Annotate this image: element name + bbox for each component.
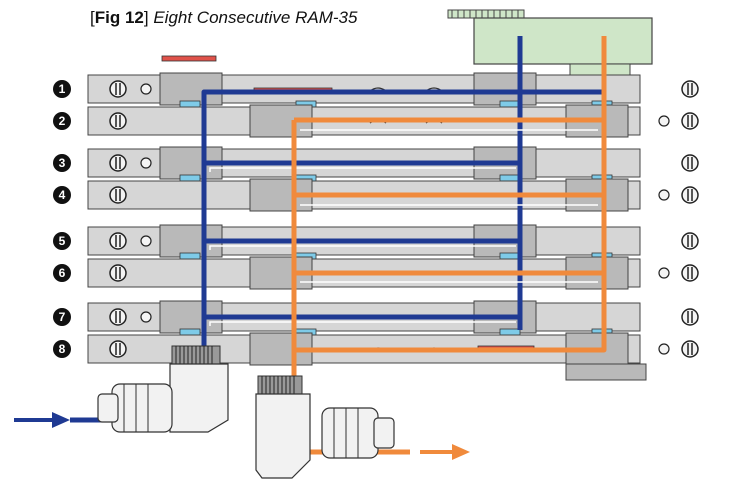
screw-icon [658, 115, 670, 127]
knob-icon [109, 308, 127, 326]
knob-icon [681, 80, 699, 98]
lower-right-block [565, 363, 647, 381]
seal-top-left [161, 55, 217, 62]
outlet-fitting [255, 375, 395, 479]
figure-title: [Fig 12] Eight Consecutive RAM-35 [90, 8, 357, 28]
valve-block [159, 72, 223, 106]
screw-icon [140, 311, 152, 323]
row-number-badge: 7 [53, 308, 71, 326]
row-number: 4 [59, 188, 66, 202]
knob-icon [109, 154, 127, 172]
knob-icon [681, 308, 699, 326]
row-number-badge: 1 [53, 80, 71, 98]
row-number: 3 [59, 156, 66, 170]
inlet-flow-outline [209, 245, 516, 250]
row-number: 2 [59, 114, 66, 128]
row-number: 1 [59, 82, 66, 96]
row-number-badge: 4 [53, 186, 71, 204]
inlet-arrow [14, 412, 70, 428]
knob-icon [109, 340, 127, 358]
inlet-flow-outline [209, 321, 516, 326]
row-number: 6 [59, 266, 66, 280]
header-block [447, 9, 653, 77]
row-number-badge: 2 [53, 112, 71, 130]
knob-icon [109, 112, 127, 130]
row-number-badge: 3 [53, 154, 71, 172]
row-number: 5 [59, 234, 66, 248]
valve-rows: 1 2 3 4 5 6 7 8 [53, 55, 699, 381]
row-number-badge: 5 [53, 232, 71, 250]
knob-icon [109, 264, 127, 282]
knob-icon [109, 186, 127, 204]
knob-icon [109, 232, 127, 250]
valve-row-1: 1 [53, 72, 699, 110]
knob-icon [681, 340, 699, 358]
inlet-flow-outline [209, 167, 516, 172]
row-number-badge: 6 [53, 264, 71, 282]
screw-icon [140, 235, 152, 247]
figure-label-open: [ [90, 8, 95, 27]
valve-block [473, 72, 537, 106]
knob-icon [681, 154, 699, 172]
knob-icon [109, 80, 127, 98]
screw-icon [658, 343, 670, 355]
knob-icon [681, 186, 699, 204]
figure-label-close: ] [143, 8, 149, 27]
screw-icon [658, 267, 670, 279]
outlet-arrow [420, 444, 470, 460]
knob-icon [681, 264, 699, 282]
knob-icon [681, 112, 699, 130]
screw-icon [658, 189, 670, 201]
screw-icon [140, 83, 152, 95]
inlet-fitting [97, 345, 229, 433]
row-number: 8 [59, 342, 66, 356]
row-number: 7 [59, 310, 66, 324]
knob-icon [681, 232, 699, 250]
figure-label: Fig 12 [94, 8, 144, 27]
row-number-badge: 8 [53, 340, 71, 358]
screw-icon [140, 157, 152, 169]
figure-caption: Eight Consecutive RAM-35 [153, 8, 358, 27]
